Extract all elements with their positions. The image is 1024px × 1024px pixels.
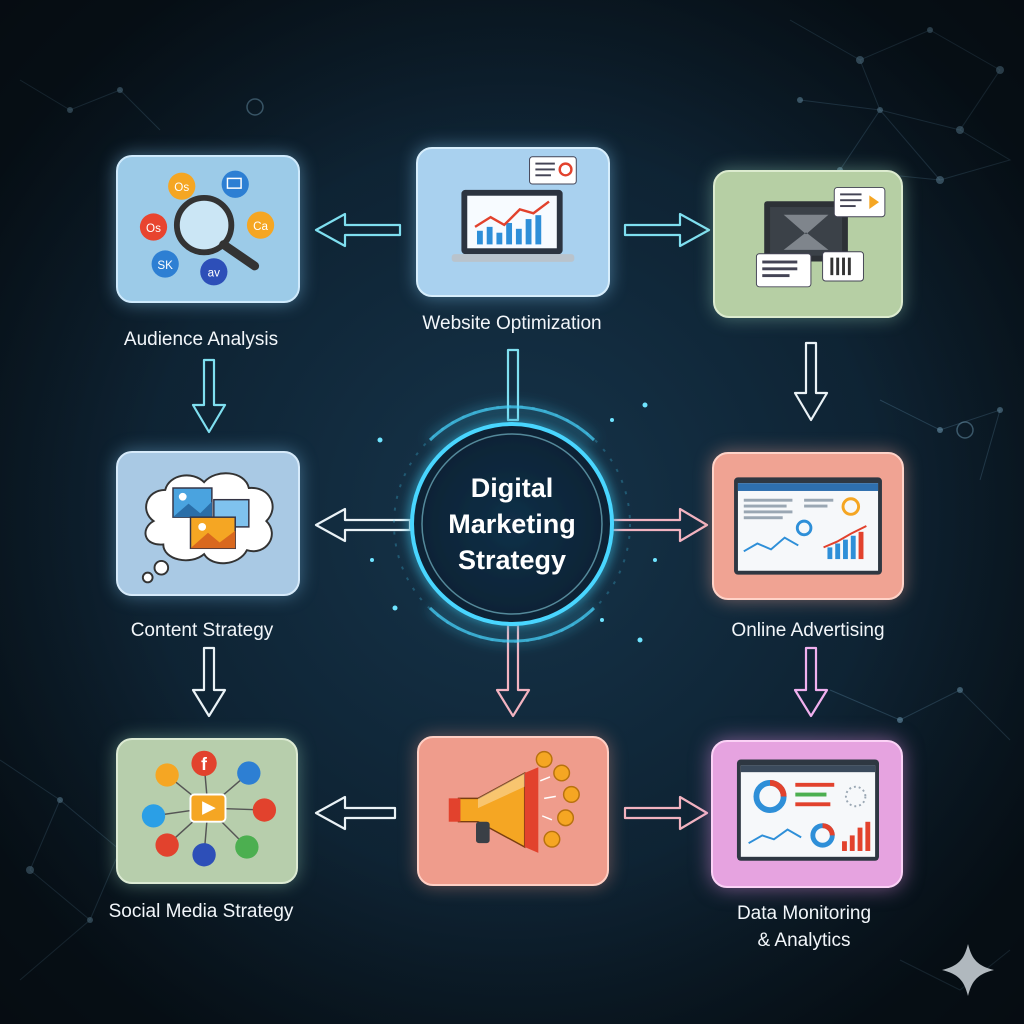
svg-text:av: av: [208, 267, 220, 280]
arrow-down-online-advertising: [793, 341, 829, 422]
svg-text:Os: Os: [146, 222, 161, 235]
arrow-down-social: [191, 646, 227, 718]
arrow-left-audience: [314, 212, 402, 248]
megaphone-icon: [448, 750, 580, 853]
arrow-down-data-monitoring: [793, 646, 829, 718]
svg-text:f: f: [201, 754, 207, 774]
node-audience-analysis[interactable]: Os Os Ca SK av: [116, 155, 300, 303]
arrow-hub-up: [506, 348, 520, 422]
dashboard-icon: [734, 477, 882, 575]
label-content-strategy: Content Strategy: [130, 620, 274, 641]
node-online-advertising[interactable]: [712, 452, 904, 600]
arrow-right-online-advertising: [608, 507, 709, 543]
svg-text:Ca: Ca: [253, 220, 268, 233]
arrow-down-content: [191, 358, 227, 434]
arrow-right-advertising-content: [623, 212, 711, 248]
hub-title-line: Marketing: [448, 509, 576, 539]
laptop-chart-icon: [451, 156, 577, 262]
arrow-left-social: [314, 795, 397, 831]
label-data-monitoring-analytics: Data Monitoring & Analytics: [736, 903, 872, 951]
hub-title-line: Strategy: [457, 545, 567, 575]
thought-cloud-icon: [141, 472, 274, 584]
svg-text:Os: Os: [174, 181, 189, 194]
video-chat-icon: [755, 187, 886, 288]
label-website-optimization: Website Optimization: [422, 313, 602, 334]
node-website-optimization[interactable]: [416, 147, 610, 297]
arrow-down-promotion: [495, 623, 531, 718]
arrow-left-content: [314, 507, 412, 543]
node-data-monitoring-analytics[interactable]: [711, 740, 903, 888]
arrow-right-data-monitoring: [623, 795, 709, 831]
analytics-monitor-icon: [736, 759, 879, 861]
hub-title-line: Digital: [470, 473, 554, 503]
label-online-advertising: Online Advertising: [731, 620, 885, 641]
magnifier-icon: Os Os Ca SK av: [139, 170, 275, 286]
hub-title: Digital Marketing Strategy: [412, 470, 612, 578]
node-promotion[interactable]: [417, 736, 609, 886]
node-social-media-strategy[interactable]: f: [116, 738, 298, 884]
node-content-strategy[interactable]: [116, 451, 300, 596]
svg-text:SK: SK: [157, 259, 173, 272]
social-network-icon: f: [141, 750, 277, 867]
label-social-media-strategy: Social Media Strategy: [108, 901, 294, 922]
label-audience-analysis: Audience Analysis: [123, 329, 279, 350]
node-advertising-content[interactable]: [713, 170, 903, 318]
